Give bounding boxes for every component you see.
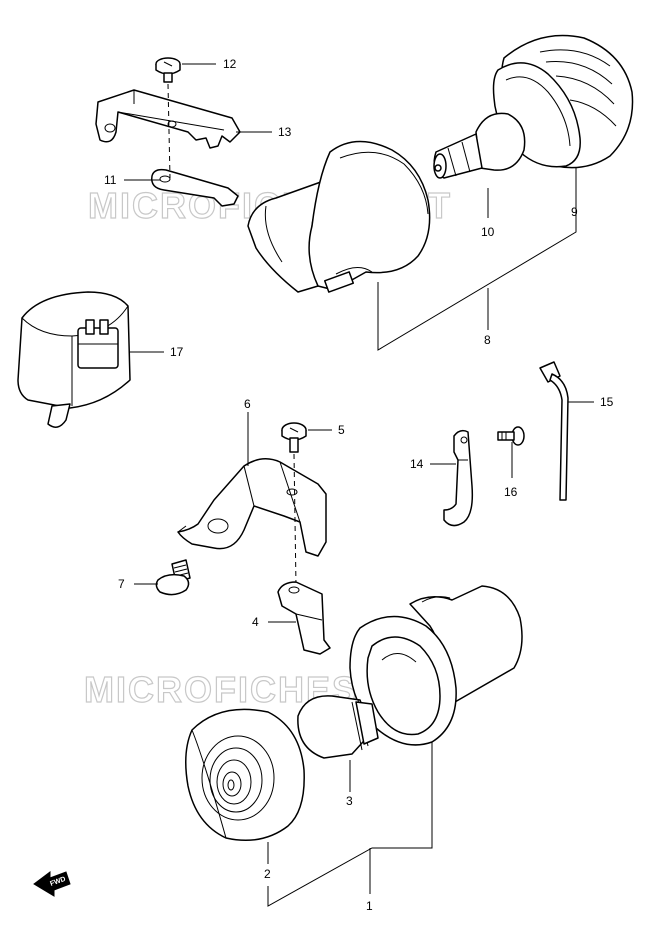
part-5-screw <box>281 422 307 453</box>
callout-6: 6 <box>244 397 251 411</box>
callout-15: 15 <box>600 395 614 409</box>
callout-11: 11 <box>104 173 117 187</box>
part-13-bracket <box>95 89 241 149</box>
callout-2: 2 <box>264 867 271 881</box>
part-2-lens <box>185 708 305 841</box>
callout-17: 17 <box>170 345 184 359</box>
part-14-clamp <box>443 429 474 527</box>
part-17-relay <box>17 291 131 428</box>
callout-10: 10 <box>481 225 495 239</box>
part-3-bulb <box>297 695 379 759</box>
callout-1: 1 <box>366 899 373 913</box>
callout-5: 5 <box>338 423 345 437</box>
callout-9: 9 <box>571 205 578 219</box>
part-12-screw <box>155 57 181 83</box>
part-1-housing <box>349 585 523 746</box>
part-15-cable-tie <box>539 361 569 501</box>
part-4-plate-nut <box>277 581 331 655</box>
callout-12: 12 <box>223 57 237 71</box>
part-8-housing <box>247 140 431 293</box>
callout-4: 4 <box>252 615 259 629</box>
fwd-arrow-icon: FWD <box>33 871 71 897</box>
callout-14: 14 <box>410 457 424 471</box>
callout-8: 8 <box>484 333 491 347</box>
callout-13: 13 <box>278 125 292 139</box>
callout-16: 16 <box>504 485 518 499</box>
part-16-screw <box>497 426 525 446</box>
callout-3: 3 <box>346 794 353 808</box>
part-7-bolt <box>155 559 191 596</box>
part-6-bracket <box>177 458 327 557</box>
callout-7: 7 <box>118 577 125 591</box>
part-11-plate-nut <box>151 168 239 207</box>
part-10-bulb <box>433 112 526 179</box>
